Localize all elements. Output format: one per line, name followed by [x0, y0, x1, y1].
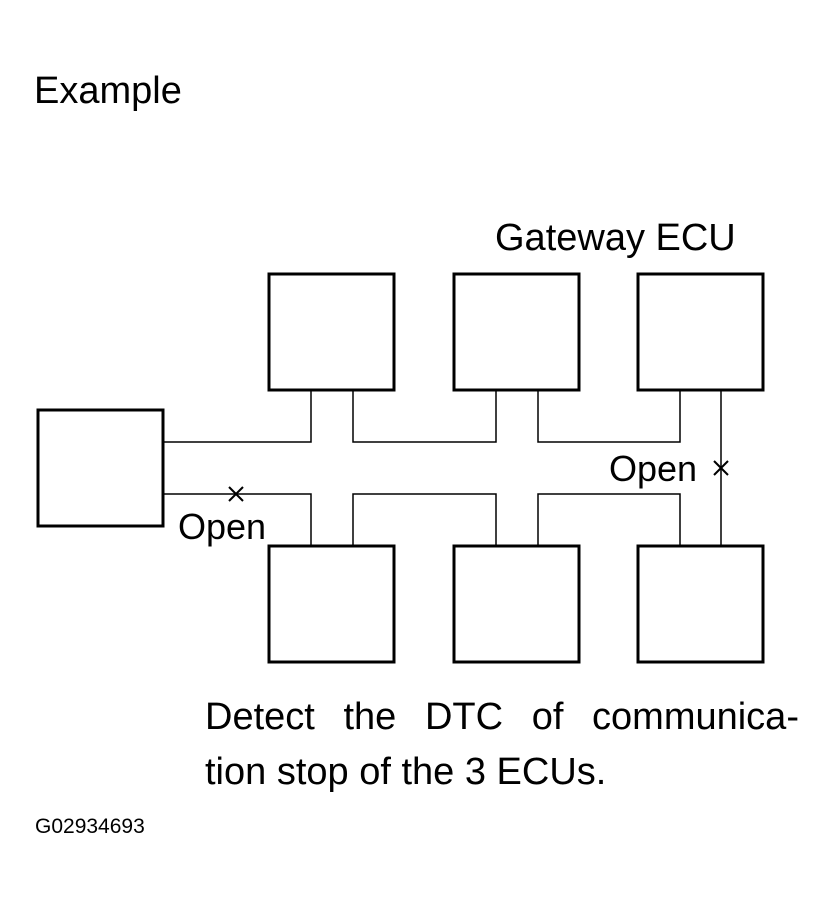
bus-lower-mid2: [537, 493, 681, 546]
caption-word: communica-: [592, 696, 799, 738]
bus-lower-mid1: [352, 493, 497, 546]
ecu-box-bottom-2: [452, 544, 581, 664]
bus-wires: [162, 390, 722, 546]
bus-lower-left: [162, 493, 312, 546]
caption-word: Detect: [205, 696, 315, 738]
caption-word: of: [531, 696, 564, 738]
gateway-ecu-box: [636, 272, 765, 392]
ecu-box-bottom-1: [267, 544, 396, 664]
example-title: Example: [34, 70, 182, 112]
ecu-box-bottom-3: [636, 544, 765, 664]
figure-id: G02934693: [35, 815, 145, 838]
caption-line-2: tion stop of the 3 ECUs.: [205, 751, 607, 794]
ecu-box-top-2: [452, 272, 581, 392]
ecu-box-left: [36, 408, 165, 528]
open-mark-left: [228, 486, 244, 502]
caption-line-1: Detect the DTC of communica-: [205, 690, 799, 745]
caption-word: the: [343, 696, 397, 738]
open-mark-right: [713, 460, 729, 476]
bus-upper-mid1: [352, 390, 497, 443]
bus-upper-left: [162, 390, 312, 443]
caption-word: DTC: [424, 696, 504, 738]
open-label-right: Open: [609, 448, 698, 489]
ecu-box-top-1: [267, 272, 396, 392]
bus-upper-mid2: [537, 390, 681, 443]
caption: Detect the DTC of communica- tion stop o…: [205, 690, 799, 800]
open-label-left: Open: [178, 506, 267, 547]
gateway-ecu-label: Gateway ECU: [495, 217, 736, 259]
